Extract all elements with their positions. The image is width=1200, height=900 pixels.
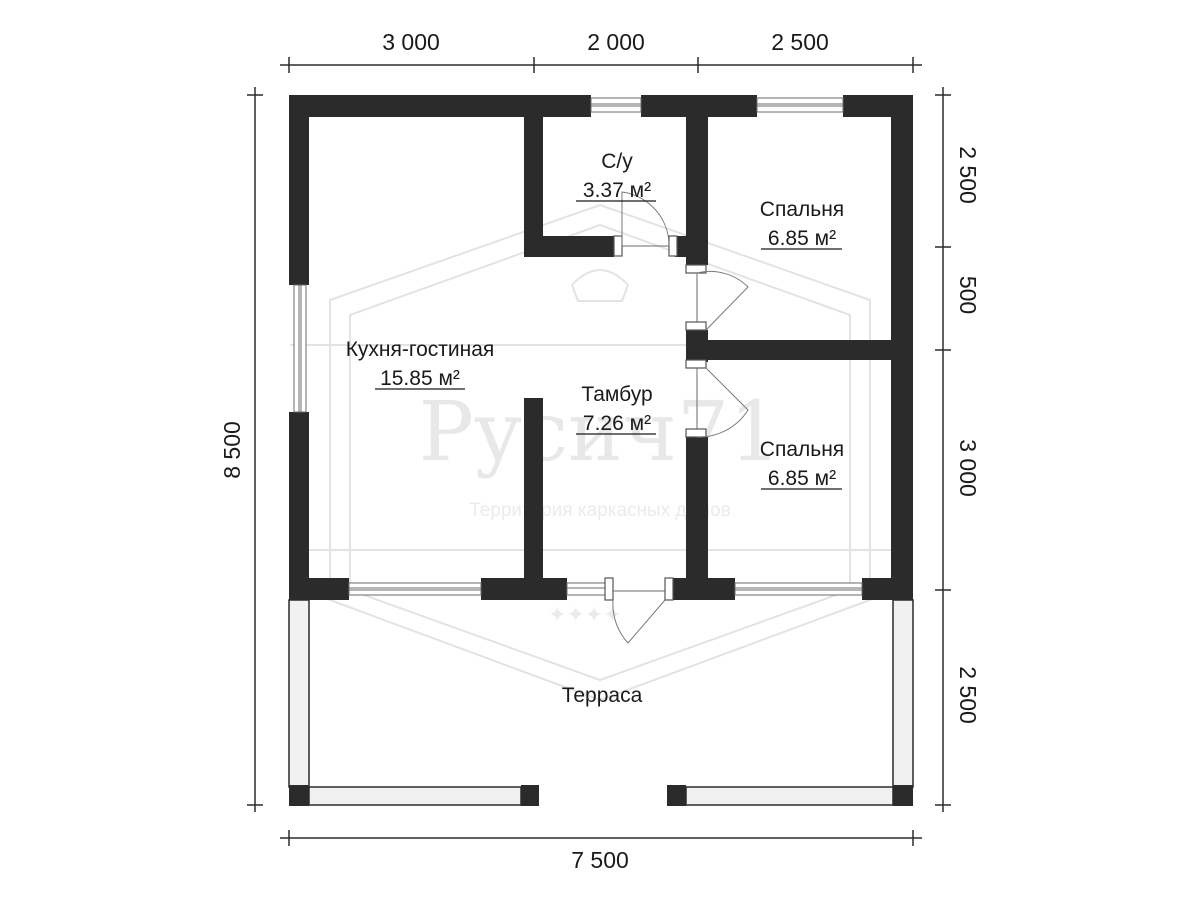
room-kitchen-living-area: 15.85 м² [380, 367, 460, 390]
room-bedroom-top-area: 6.85 м² [768, 227, 836, 250]
wall-top-left [289, 95, 591, 117]
watermark-crown-icon [570, 269, 630, 302]
room-vestibule-area: 7.26 м² [583, 412, 651, 435]
dimensions-right: 2 500 500 3 000 2 500 [935, 87, 981, 812]
wall-bedroom-bottom-left [686, 437, 708, 600]
dimensions-top: 3 000 2 000 2 500 [280, 29, 922, 73]
dimensions-left: 8 500 [219, 87, 263, 812]
door-entrance-swing [612, 599, 666, 644]
room-bathroom-name: С/у [601, 150, 633, 173]
dimension-right-1: 2 500 [955, 146, 981, 204]
door-bedroom-top-swing [696, 270, 749, 331]
wall-bottom-left [289, 578, 349, 600]
wall-bathroom-left [524, 117, 543, 257]
terrace-rail-bottom-right [685, 786, 894, 806]
wall-bottom-right [862, 578, 913, 600]
window-vestibule-bottom [566, 582, 606, 596]
room-bedroom-bottom-name: Спальня [760, 438, 844, 461]
wall-vestibule-stub [524, 398, 543, 600]
door-bedroom-top-jamb-bottom [685, 321, 707, 331]
room-vestibule-name: Тамбур [581, 383, 652, 406]
door-entrance-jamb-left [604, 577, 614, 601]
window-bathroom [590, 97, 642, 113]
terrace-post-bottom-right [893, 785, 913, 806]
watermark-stars-icon: ✦✦✦✦ [548, 602, 622, 627]
door-entrance-jamb-right [664, 577, 674, 601]
terrace-rail-bottom-left [308, 786, 522, 806]
terrace-rail-left [288, 599, 310, 788]
room-kitchen-living-name: Кухня-гостиная [346, 338, 495, 361]
wall-bathroom-bottom-left [524, 236, 614, 257]
room-labels: С/у 3.37 м² Спальня 6.85 м² Кухня-гостин… [346, 150, 844, 707]
dimension-top-3: 2 500 [771, 29, 829, 55]
dimension-top-1: 3 000 [382, 29, 440, 55]
door-bedroom-bottom-swing [696, 367, 749, 438]
room-bedroom-top-name: Спальня [760, 198, 844, 221]
dimension-top-2: 2 000 [587, 29, 645, 55]
watermark-hexagon-inner [349, 223, 851, 682]
room-terrace-name: Терраса [562, 684, 643, 707]
wall-bedroom-top-left-upper [686, 117, 708, 265]
terrace-post-bottom-left [289, 785, 309, 806]
door-bathroom-jamb-right [668, 235, 678, 257]
wall-left-lower [289, 412, 309, 600]
watermark-hexagon [329, 203, 871, 702]
room-bedroom-bottom-area: 6.85 м² [768, 467, 836, 490]
terrace-rail-right [892, 599, 914, 788]
window-bedroom-top [756, 97, 844, 113]
dimensions-bottom: 7 500 [280, 830, 922, 873]
dimension-right-4: 2 500 [955, 666, 981, 724]
dimension-bottom: 7 500 [571, 847, 629, 873]
terrace-post-center-right [667, 785, 686, 806]
wall-top-mid [641, 95, 757, 117]
dimension-right-3: 3 000 [955, 439, 981, 497]
door-bathroom-jamb-left [613, 235, 623, 257]
window-kitchen-bottom [348, 582, 482, 596]
wall-left-upper [289, 95, 309, 285]
doors [604, 191, 749, 644]
interior-walls [524, 117, 913, 600]
wall-between-bedrooms [686, 340, 913, 360]
window-kitchen-left [293, 284, 307, 413]
windows [293, 97, 863, 596]
room-bathroom-area: 3.37 м² [583, 179, 651, 202]
dimension-left: 8 500 [219, 421, 245, 479]
door-bedroom-top-jamb-top [685, 264, 707, 274]
terrace-post-center-left [521, 785, 539, 806]
door-bedroom-bottom-jamb-bottom [685, 428, 707, 438]
window-bedroom-bottom [734, 582, 863, 596]
door-bathroom-swing [621, 191, 670, 247]
door-bedroom-bottom-jamb-top [685, 359, 707, 369]
terrace-structure [288, 599, 914, 806]
dimension-right-2: 500 [955, 276, 981, 314]
